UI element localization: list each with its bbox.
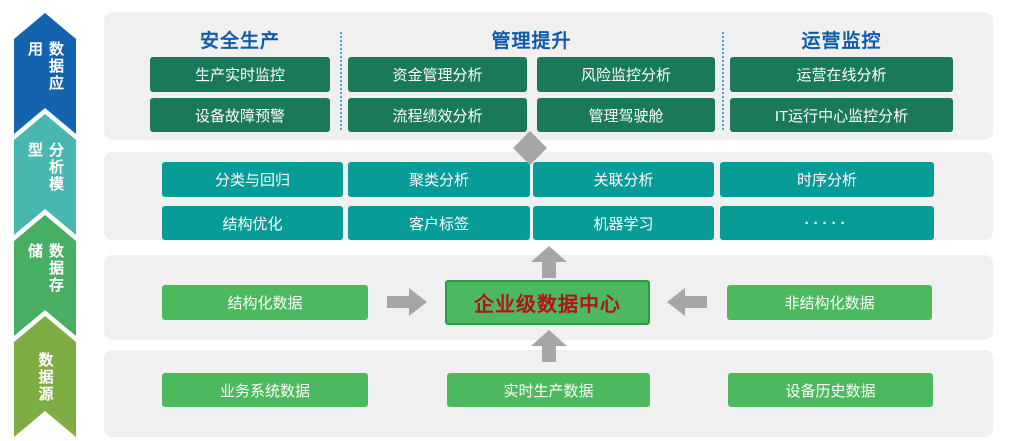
- layer-data-application: 安全生产 管理提升 运营监控 生产实时监控 设备故障预警 资金管理分析 流程绩效…: [104, 12, 993, 140]
- box-classification-regression: 分类与回归: [162, 162, 343, 197]
- box-customer-labeling: 客户标签: [348, 206, 530, 240]
- box-enterprise-data-center: 企业级数据中心: [445, 280, 650, 325]
- box-more-models-ellipsis: ·····: [720, 206, 934, 240]
- box-unstructured-data: 非结构化数据: [727, 285, 932, 320]
- box-it-operation-center-monitoring: IT运行中心监控分析: [730, 98, 953, 132]
- box-structured-data: 结构化数据: [162, 285, 368, 320]
- box-production-realtime-monitoring: 生产实时监控: [150, 57, 330, 92]
- box-management-cockpit: 管理驾驶舱: [537, 98, 715, 132]
- box-clustering-analysis: 聚类分析: [348, 162, 530, 197]
- arrow-up-source-to-storage-icon: [531, 330, 567, 362]
- column-divider-1: [340, 32, 342, 130]
- box-process-performance-analysis: 流程绩效分析: [348, 98, 527, 132]
- box-structure-optimization: 结构优化: [162, 206, 343, 240]
- column-title-management-improvement: 管理提升: [491, 31, 572, 52]
- box-realtime-production-data: 实时生产数据: [447, 373, 650, 407]
- rail-label-analysis-model: 分析模型: [26, 141, 64, 193]
- column-title-safety-production: 安全生产: [199, 31, 280, 52]
- rail-chevron-data-source: 数据源: [14, 316, 76, 437]
- box-operation-online-analysis: 运营在线分析: [730, 57, 953, 92]
- rail-label-data-application: 数据应用: [26, 40, 64, 92]
- rail-label-data-storage: 数据存储: [26, 242, 64, 294]
- layer-data-source: 业务系统数据 实时生产数据 设备历史数据: [104, 350, 993, 437]
- box-time-series-analysis: 时序分析: [720, 162, 934, 197]
- arrow-right-icon: [387, 288, 427, 316]
- arrow-up-storage-to-model-icon: [531, 246, 567, 278]
- box-equipment-fault-warning: 设备故障预警: [150, 98, 330, 132]
- column-title-operation-monitoring: 运营监控: [801, 31, 882, 52]
- arrow-left-icon: [667, 288, 707, 316]
- box-association-analysis: 关联分析: [533, 162, 714, 197]
- box-machine-learning: 机器学习: [533, 206, 714, 240]
- box-equipment-history-data: 设备历史数据: [728, 373, 933, 407]
- rail-label-data-source: 数据源: [36, 351, 54, 403]
- box-risk-monitoring-analysis: 风险监控分析: [537, 57, 715, 92]
- column-divider-2: [722, 32, 724, 130]
- box-business-system-data: 业务系统数据: [162, 373, 368, 407]
- rail-chevron-analysis-model: 分析模型: [14, 114, 76, 235]
- box-fund-management-analysis: 资金管理分析: [348, 57, 527, 92]
- layer-analysis-model: 分类与回归 聚类分析 关联分析 时序分析 结构优化 客户标签 机器学习 ····…: [104, 152, 993, 240]
